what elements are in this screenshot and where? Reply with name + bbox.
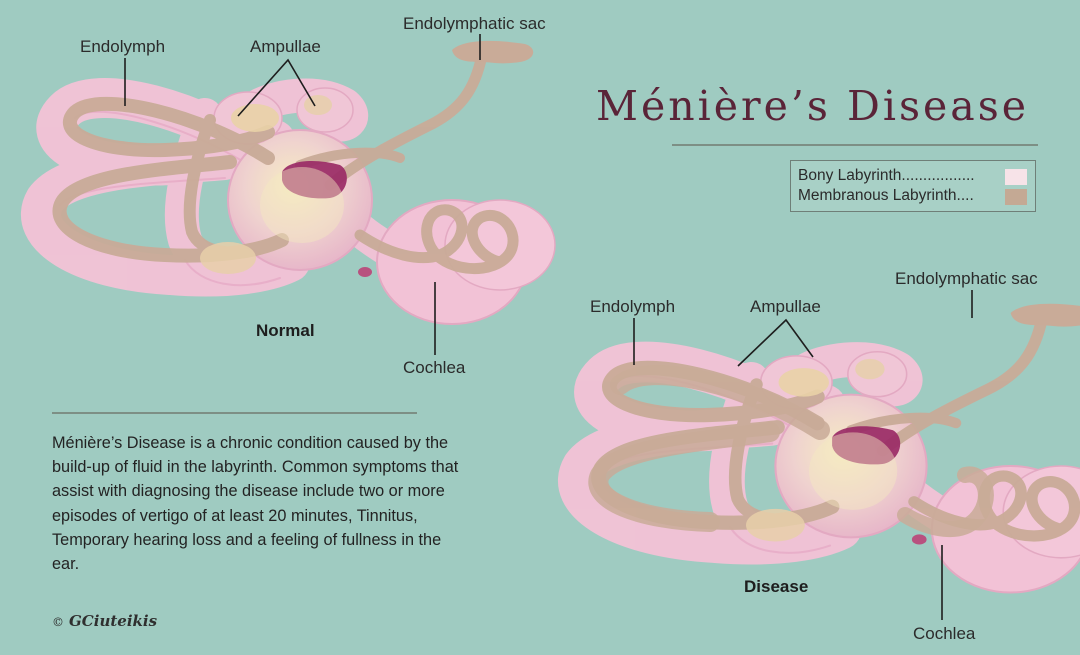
disease-cochlea-label: Cochlea bbox=[913, 624, 976, 643]
legend-membranous-label: Membranous Labyrinth.... bbox=[798, 187, 974, 204]
legend-bony-swatch bbox=[1005, 169, 1027, 185]
credit-signature: GCiuteikis bbox=[69, 612, 158, 630]
copyright-icon: © bbox=[52, 615, 64, 629]
description-divider bbox=[52, 412, 417, 414]
normal-sac-label: Endolymphatic sac bbox=[403, 14, 546, 33]
disease-leader-lines bbox=[633, 290, 973, 620]
swollen-membranous-overlay bbox=[588, 365, 994, 538]
disease-caption: Disease bbox=[744, 577, 809, 596]
legend-bony-label: Bony Labyrinth................. bbox=[798, 167, 975, 184]
legend: Bony Labyrinth................. Membrano… bbox=[790, 160, 1036, 212]
disease-endolymph-label: Endolymph bbox=[590, 297, 676, 316]
normal-ampullae-label: Ampullae bbox=[250, 37, 321, 56]
legend-item-membranous: Membranous Labyrinth.... bbox=[798, 187, 1029, 207]
description-text: Ménière’s Disease is a chronic condition… bbox=[52, 434, 459, 574]
normal-labyrinth bbox=[41, 41, 555, 324]
legend-membranous-swatch bbox=[1005, 189, 1027, 205]
normal-leader-lines bbox=[124, 34, 481, 355]
normal-cochlea-label: Cochlea bbox=[403, 358, 466, 377]
normal-caption: Normal bbox=[256, 321, 315, 340]
disease-ampullae-label: Ampullae bbox=[750, 297, 821, 316]
page-title: Ménière’s Disease bbox=[596, 82, 1030, 130]
title-divider bbox=[672, 144, 1038, 146]
normal-endolymph-label: Endolymph bbox=[80, 37, 166, 56]
artist-credit: © GCiuteikis bbox=[52, 612, 157, 630]
disease-sac-label: Endolymphatic sac bbox=[895, 269, 1038, 288]
legend-item-bony: Bony Labyrinth................. bbox=[798, 167, 1029, 187]
